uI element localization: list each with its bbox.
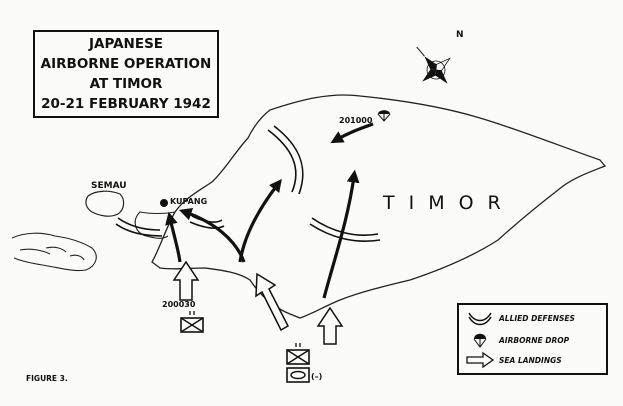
title-line-1: JAPANESE <box>88 36 164 52</box>
allied-defense-arcs <box>115 125 381 243</box>
title-line-3: 20-21 FEBRUARY 1942 <box>41 96 211 112</box>
timor-label: TIMOR <box>383 192 515 214</box>
parachute-icon <box>377 110 391 122</box>
hollow-arrow-icon <box>466 351 495 369</box>
title-line-2: AIRBORNE OPERATION AT TIMOR <box>40 56 212 92</box>
western-coast <box>11 232 97 272</box>
legend-label: SEA LANDINGS <box>499 355 562 365</box>
compass-north-label: N <box>456 30 464 40</box>
double-arc-icon <box>468 312 492 326</box>
reduced-unit-marker: (–) <box>311 372 323 381</box>
armor-unit-symbol <box>286 367 310 383</box>
semau-label: SEMAU <box>91 181 127 191</box>
landing-time-label: 200030 <box>162 300 196 309</box>
kupang-label: KUPANG <box>170 197 208 206</box>
drop-time-label: 201000 <box>339 116 373 125</box>
airborne-attack-arrows <box>165 122 374 299</box>
legend-label: AIRBORNE DROP <box>499 335 570 345</box>
figure-caption: FIGURE 3. <box>26 374 68 383</box>
legend-label: ALLIED DEFENSES <box>499 313 575 323</box>
map-title-box: JAPANESE AIRBORNE OPERATION AT TIMOR 20-… <box>33 30 219 118</box>
parachute-icon <box>473 333 487 348</box>
legend-item-airborne-drop: AIRBORNE DROP <box>465 331 605 349</box>
timor-coastline <box>151 94 607 319</box>
legend-item-sea-landings: SEA LANDINGS <box>465 351 605 369</box>
sea-landing-arrow <box>255 272 289 332</box>
legend: ALLIED DEFENSES AIRBORNE DROP SEA LANDIN… <box>457 303 608 375</box>
sea-landing-arrow <box>172 260 200 301</box>
timor-coastline-detail <box>134 211 176 239</box>
legend-item-allied-defenses: ALLIED DEFENSES <box>465 309 605 327</box>
kupang-town-marker <box>160 199 168 207</box>
sea-landing-arrows <box>172 260 344 345</box>
sea-landing-arrow <box>316 306 344 345</box>
infantry-unit-symbol <box>286 343 310 365</box>
compass-rose-icon <box>416 46 451 84</box>
infantry-unit-symbol <box>180 311 204 333</box>
semau-island <box>85 190 125 217</box>
